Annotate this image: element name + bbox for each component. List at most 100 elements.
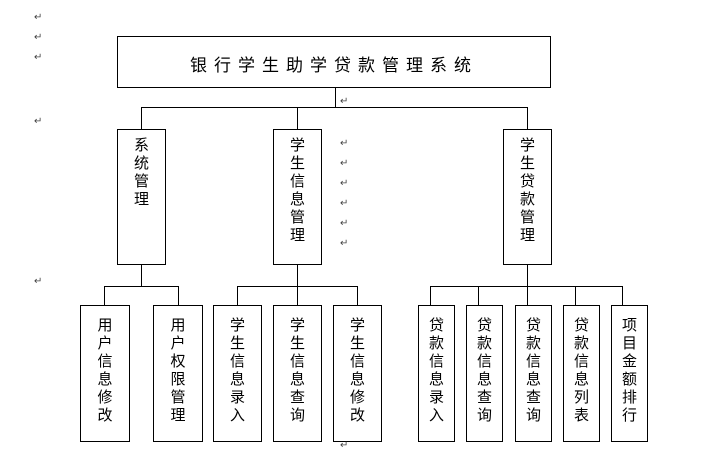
node-label-char: 信 bbox=[428, 352, 444, 370]
node-label-char: 录 bbox=[428, 388, 444, 406]
node-loan-query-2: 贷款信息查询 bbox=[515, 305, 552, 442]
node-label-char: 息 bbox=[289, 190, 305, 208]
node-label-char: 权 bbox=[170, 352, 186, 370]
node-amount-rank: 项目金额排行 bbox=[611, 305, 648, 442]
node-label-char: 息 bbox=[428, 370, 444, 388]
paragraph-mark: ↵ bbox=[340, 158, 349, 169]
node-label-char: 入 bbox=[428, 406, 444, 424]
node-label-char: 询 bbox=[289, 406, 305, 424]
connector-to-user-perm bbox=[178, 286, 179, 305]
node-label-char: 贷 bbox=[525, 316, 541, 334]
node-student-query: 学生信息查询 bbox=[273, 305, 322, 442]
node-label-char: 学 bbox=[349, 316, 365, 334]
node-label-char: 息 bbox=[525, 370, 541, 388]
paragraph-mark: ↵ bbox=[340, 138, 349, 149]
node-system-mgmt-label: 系统管理 bbox=[118, 136, 165, 208]
node-loan-query-2-label: 贷款信息查询 bbox=[516, 316, 551, 424]
node-label-char: 入 bbox=[229, 406, 245, 424]
node-label-char: 信 bbox=[229, 352, 245, 370]
node-label-char: 修 bbox=[349, 388, 365, 406]
connector-system-bus bbox=[104, 286, 179, 287]
connector-to-student-entry bbox=[237, 286, 238, 305]
node-student-info-mgmt-label: 学生信息管理 bbox=[274, 136, 321, 244]
node-label-char: 生 bbox=[229, 334, 245, 352]
connector-to-user-info bbox=[104, 286, 105, 305]
node-label-char: 改 bbox=[97, 406, 113, 424]
node-label-char: 贷 bbox=[519, 172, 535, 190]
node-loan-entry: 贷款信息录入 bbox=[418, 305, 455, 442]
paragraph-mark: ↵ bbox=[34, 12, 43, 23]
node-label-char: 信 bbox=[289, 352, 305, 370]
connector-loan-bus bbox=[430, 286, 623, 287]
node-label-char: 贷 bbox=[476, 316, 492, 334]
node-loan-entry-label: 贷款信息录入 bbox=[419, 316, 454, 424]
node-label-char: 限 bbox=[170, 370, 186, 388]
node-loan-list: 贷款信息列表 bbox=[563, 305, 600, 442]
paragraph-mark: ↵ bbox=[340, 440, 349, 451]
node-label-char: 管 bbox=[519, 208, 535, 226]
node-label-char: 贷 bbox=[573, 316, 589, 334]
node-system-mgmt: 系统管理 bbox=[117, 129, 166, 265]
connector-level1-bus bbox=[141, 107, 527, 108]
connector-student-down bbox=[297, 264, 298, 286]
node-label-char: 管 bbox=[170, 388, 186, 406]
paragraph-mark: ↵ bbox=[34, 32, 43, 43]
node-label-char: 管 bbox=[289, 208, 305, 226]
node-label-char: 生 bbox=[349, 334, 365, 352]
node-label-char: 信 bbox=[573, 352, 589, 370]
node-label-char: 统 bbox=[133, 154, 149, 172]
connector-root-down bbox=[335, 87, 336, 107]
node-student-query-label: 学生信息查询 bbox=[274, 316, 321, 424]
node-label-char: 款 bbox=[525, 334, 541, 352]
node-label-char: 修 bbox=[97, 388, 113, 406]
node-label-char: 列 bbox=[573, 388, 589, 406]
paragraph-mark: ↵ bbox=[340, 178, 349, 189]
node-label-char: 理 bbox=[170, 406, 186, 424]
connector-to-student-info-mgmt bbox=[297, 107, 298, 129]
node-loan-query-1: 贷款信息查询 bbox=[466, 305, 503, 442]
node-student-edit-label: 学生信息修改 bbox=[334, 316, 381, 424]
node-label-char: 户 bbox=[170, 334, 186, 352]
node-label-char: 息 bbox=[476, 370, 492, 388]
node-label-char: 款 bbox=[428, 334, 444, 352]
connector-to-student-query bbox=[297, 286, 298, 305]
node-label-char: 项 bbox=[621, 316, 637, 334]
root-title: 银行学生助学贷款管理系统 bbox=[190, 56, 478, 76]
node-label-char: 学 bbox=[229, 316, 245, 334]
node-label-char: 金 bbox=[621, 352, 637, 370]
paragraph-mark: ↵ bbox=[340, 218, 349, 229]
connector-to-loan-query-1 bbox=[478, 286, 479, 305]
root-node: 银行学生助学贷款管理系统 bbox=[117, 36, 551, 88]
node-label-char: 理 bbox=[519, 226, 535, 244]
connector-to-loan-mgmt bbox=[527, 107, 528, 129]
node-label-char: 理 bbox=[289, 226, 305, 244]
node-label-char: 款 bbox=[573, 334, 589, 352]
node-label-char: 行 bbox=[621, 406, 637, 424]
connector-to-loan-query-2 bbox=[527, 286, 528, 305]
node-user-info-edit-label: 用户信息修改 bbox=[81, 316, 129, 424]
node-label-char: 息 bbox=[349, 370, 365, 388]
node-label-char: 生 bbox=[289, 334, 305, 352]
node-user-perm-mgmt: 用户权限管理 bbox=[153, 305, 203, 442]
node-student-info-mgmt: 学生信息管理 bbox=[273, 129, 322, 265]
node-label-char: 信 bbox=[476, 352, 492, 370]
node-label-char: 生 bbox=[289, 154, 305, 172]
node-label-char: 信 bbox=[97, 352, 113, 370]
paragraph-mark: ↵ bbox=[34, 52, 43, 63]
node-label-char: 查 bbox=[525, 388, 541, 406]
node-label-char: 改 bbox=[349, 406, 365, 424]
node-label-char: 录 bbox=[229, 388, 245, 406]
node-amount-rank-label: 项目金额排行 bbox=[612, 316, 647, 424]
node-label-char: 息 bbox=[229, 370, 245, 388]
node-student-entry: 学生信息录入 bbox=[213, 305, 262, 442]
node-label-char: 查 bbox=[289, 388, 305, 406]
node-loan-mgmt-label: 学生贷款管理 bbox=[504, 136, 551, 244]
node-label-char: 询 bbox=[476, 406, 492, 424]
node-label-char: 信 bbox=[349, 352, 365, 370]
paragraph-mark: ↵ bbox=[340, 198, 349, 209]
node-label-char: 目 bbox=[621, 334, 637, 352]
paragraph-mark: ↵ bbox=[340, 238, 349, 249]
paragraph-mark: ↵ bbox=[34, 116, 43, 127]
node-user-info-edit: 用户信息修改 bbox=[80, 305, 130, 442]
node-label-char: 款 bbox=[519, 190, 535, 208]
